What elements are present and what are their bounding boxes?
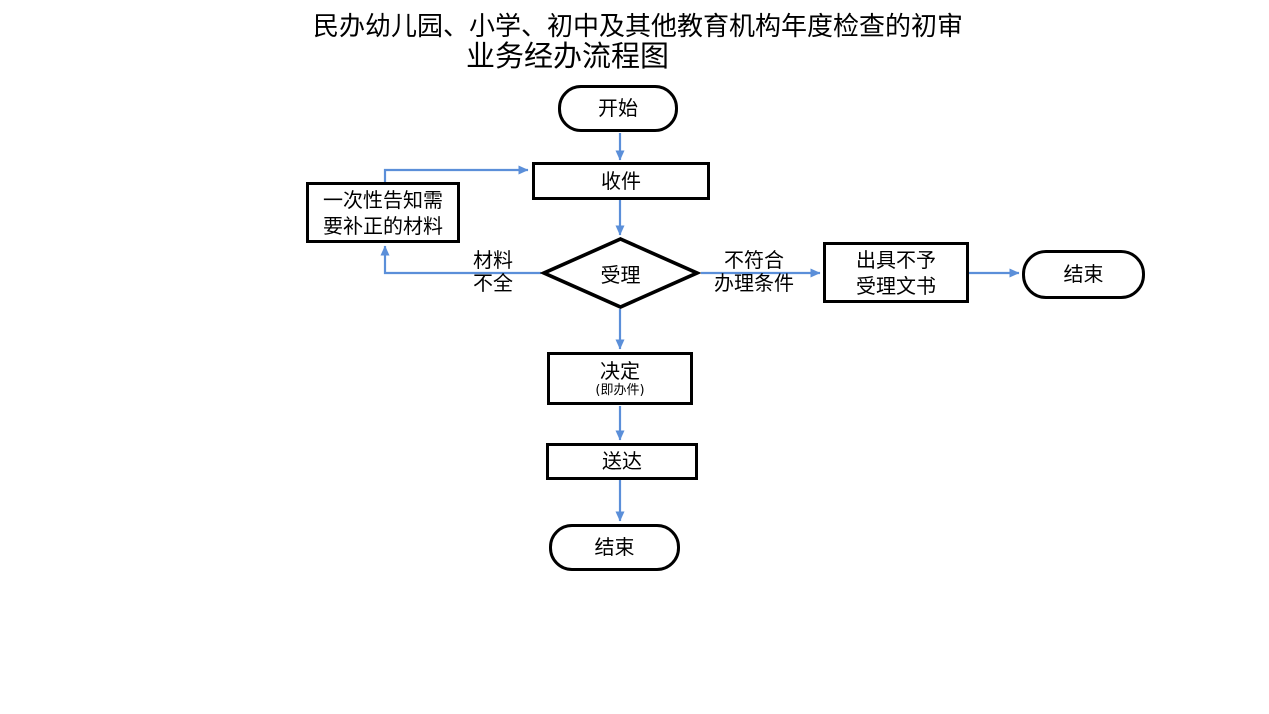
node-notify-correction: 一次性告知需 要补正的材料 xyxy=(306,182,460,243)
connector-review-to-notify xyxy=(380,245,541,275)
node-notify-line1: 一次性告知需 xyxy=(323,187,443,212)
diagram-title-line1: 民办幼儿园、小学、初中及其他教育机构年度检查的初审 xyxy=(313,12,964,42)
node-start-label: 开始 xyxy=(598,96,638,120)
connector-notify-to-receive xyxy=(383,165,529,182)
diagram-title-line2: 业务经办流程图 xyxy=(466,39,670,73)
edge-label-incomplete-line2: 不全 xyxy=(473,271,513,295)
node-start: 开始 xyxy=(558,85,678,132)
node-receive: 收件 xyxy=(532,162,710,200)
node-deliver: 送达 xyxy=(546,443,698,480)
node-notify-line2: 要补正的材料 xyxy=(323,213,443,238)
node-review-decision: 受理 xyxy=(540,236,701,310)
node-review-label: 受理 xyxy=(600,262,641,287)
node-decide: 决定 (即办件) xyxy=(547,352,693,405)
node-issue-rejection-document: 出具不予 受理文书 xyxy=(823,242,969,303)
node-end-bottom-label: 结束 xyxy=(594,535,635,559)
node-decide-note: (即办件) xyxy=(595,382,645,398)
node-receive-label: 收件 xyxy=(601,168,641,193)
edge-label-incomplete-materials: 材料 不全 xyxy=(455,249,531,295)
node-end-bottom: 结束 xyxy=(549,524,680,571)
edge-label-incomplete-line1: 材料 xyxy=(473,248,513,272)
node-end-right: 结束 xyxy=(1022,250,1145,299)
diamond-shape xyxy=(540,237,701,309)
node-end-right-label: 结束 xyxy=(1063,262,1104,286)
node-issue-line1: 出具不予 xyxy=(856,247,936,272)
edge-label-not-eligible-line1: 不符合 xyxy=(724,248,784,272)
node-deliver-label: 送达 xyxy=(602,449,642,473)
edge-label-not-eligible-line2: 办理条件 xyxy=(714,271,794,295)
node-issue-line2: 受理文书 xyxy=(856,273,936,298)
edge-label-not-eligible: 不符合 办理条件 xyxy=(704,249,804,295)
node-decide-label: 决定 xyxy=(600,358,640,383)
